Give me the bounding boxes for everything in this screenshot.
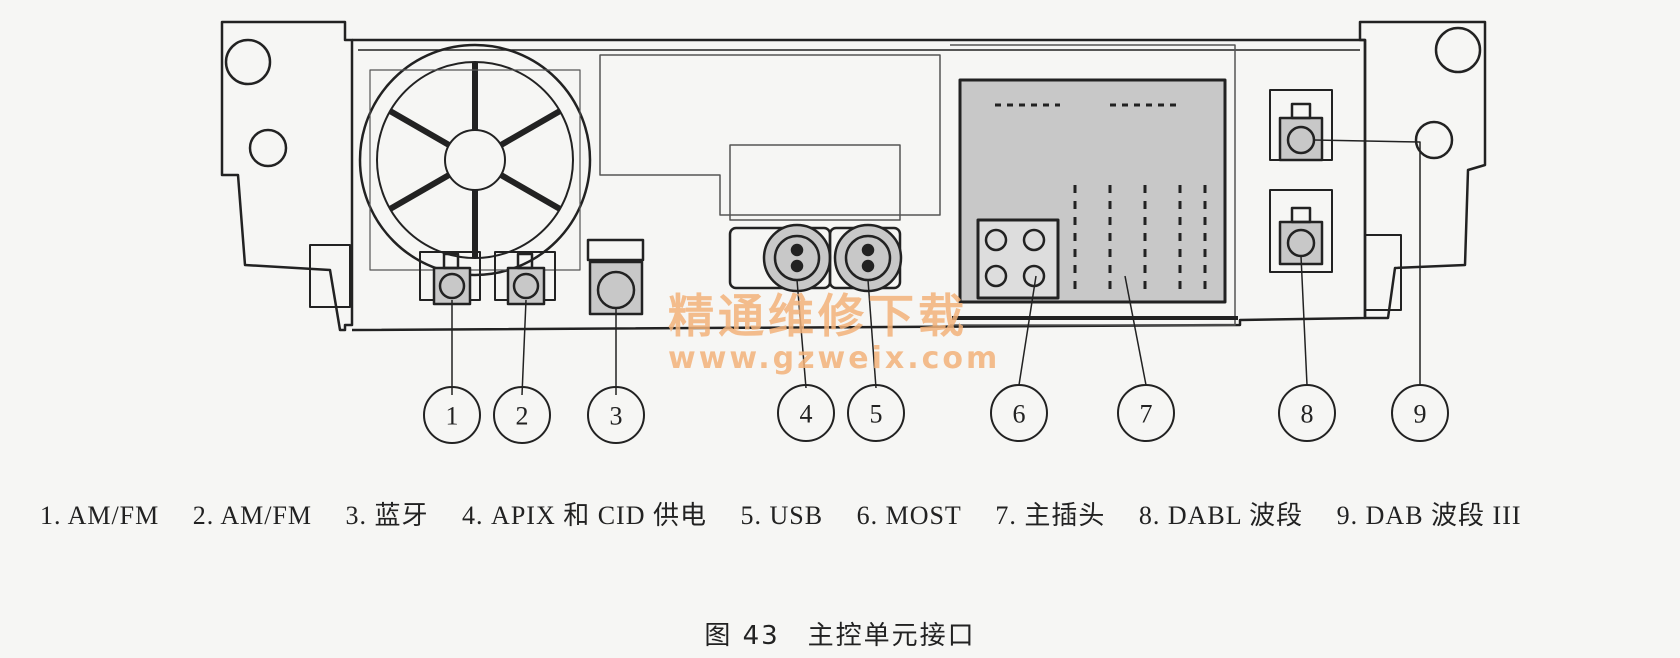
bluetooth-connector [586, 238, 645, 316]
left-bracket-hole-top [224, 38, 272, 86]
right-bracket-hole-bottom [1414, 120, 1454, 160]
callout-circle-4 [777, 384, 835, 442]
callout-circle-6 [990, 384, 1048, 442]
am-fm-connector-1 [419, 251, 481, 306]
legend-item-8: 8. DABL 波段 [1138, 501, 1304, 530]
left-side-lug [309, 244, 351, 308]
figure-caption: 图 43 主控单元接口 [704, 621, 976, 651]
callout-circle-5 [847, 384, 905, 442]
legend-item-6: 6. MOST [856, 501, 962, 530]
legend-item-9: 9. DAB 波段 III [1336, 501, 1522, 530]
left-bracket [220, 20, 354, 332]
callout-circle-8 [1278, 384, 1336, 442]
callout-label-6: 6 [1013, 400, 1026, 429]
most-connector [976, 218, 1060, 300]
callout-label-2: 2 [516, 402, 529, 431]
legend-item-2: 2. AM/FM [192, 501, 313, 530]
callout-circle-2 [493, 386, 551, 444]
watermark-chinese: 精通维修下载 [668, 289, 968, 343]
callout-label-3: 3 [610, 402, 623, 431]
callout-label-4: 4 [800, 400, 813, 429]
apix-cid-connector [728, 223, 832, 293]
callout-circle-3 [587, 386, 645, 444]
left-bracket-hole-bottom [248, 128, 288, 168]
legend-item-1: 1. AM/FM [40, 501, 160, 530]
control-unit-diagram: 1 2 3 4 5 6 7 8 9 精通维修下载 www.gzweix.com [220, 20, 1487, 444]
callout-label-5: 5 [870, 400, 883, 429]
am-fm-connector-2 [494, 251, 556, 306]
usb-connector [828, 223, 903, 293]
legend-item-5: 5. USB [740, 501, 824, 530]
callout-circle-9 [1391, 384, 1449, 442]
callout-label-1: 1 [446, 402, 459, 431]
dab-band-iii-connector [1269, 89, 1333, 162]
housing [351, 38, 1367, 332]
internal-board [599, 54, 941, 216]
legend: 1. AM/FM 2. AM/FM 3. 蓝牙 4. APIX 和 CID 供电… [40, 488, 1670, 544]
callout-circle-7 [1117, 384, 1175, 442]
legend-item-4: 4. APIX 和 CID 供电 [462, 501, 707, 530]
callout-circle-1 [423, 386, 481, 444]
main-plug-pins [995, 103, 1207, 292]
right-bracket [1358, 20, 1487, 320]
callout-label-7: 7 [1140, 400, 1153, 429]
watermark-url: www.gzweix.com [668, 341, 1000, 376]
right-bracket-hole-top [1434, 26, 1482, 74]
callout-label-8: 8 [1301, 400, 1314, 429]
fan-grille [358, 43, 592, 277]
leader-lines [451, 139, 1421, 396]
right-side-lug [1364, 234, 1402, 311]
callout-label-9: 9 [1414, 400, 1427, 429]
legend-item-7: 7. 主插头 [995, 501, 1106, 530]
legend-item-3: 3. 蓝牙 [345, 501, 429, 530]
